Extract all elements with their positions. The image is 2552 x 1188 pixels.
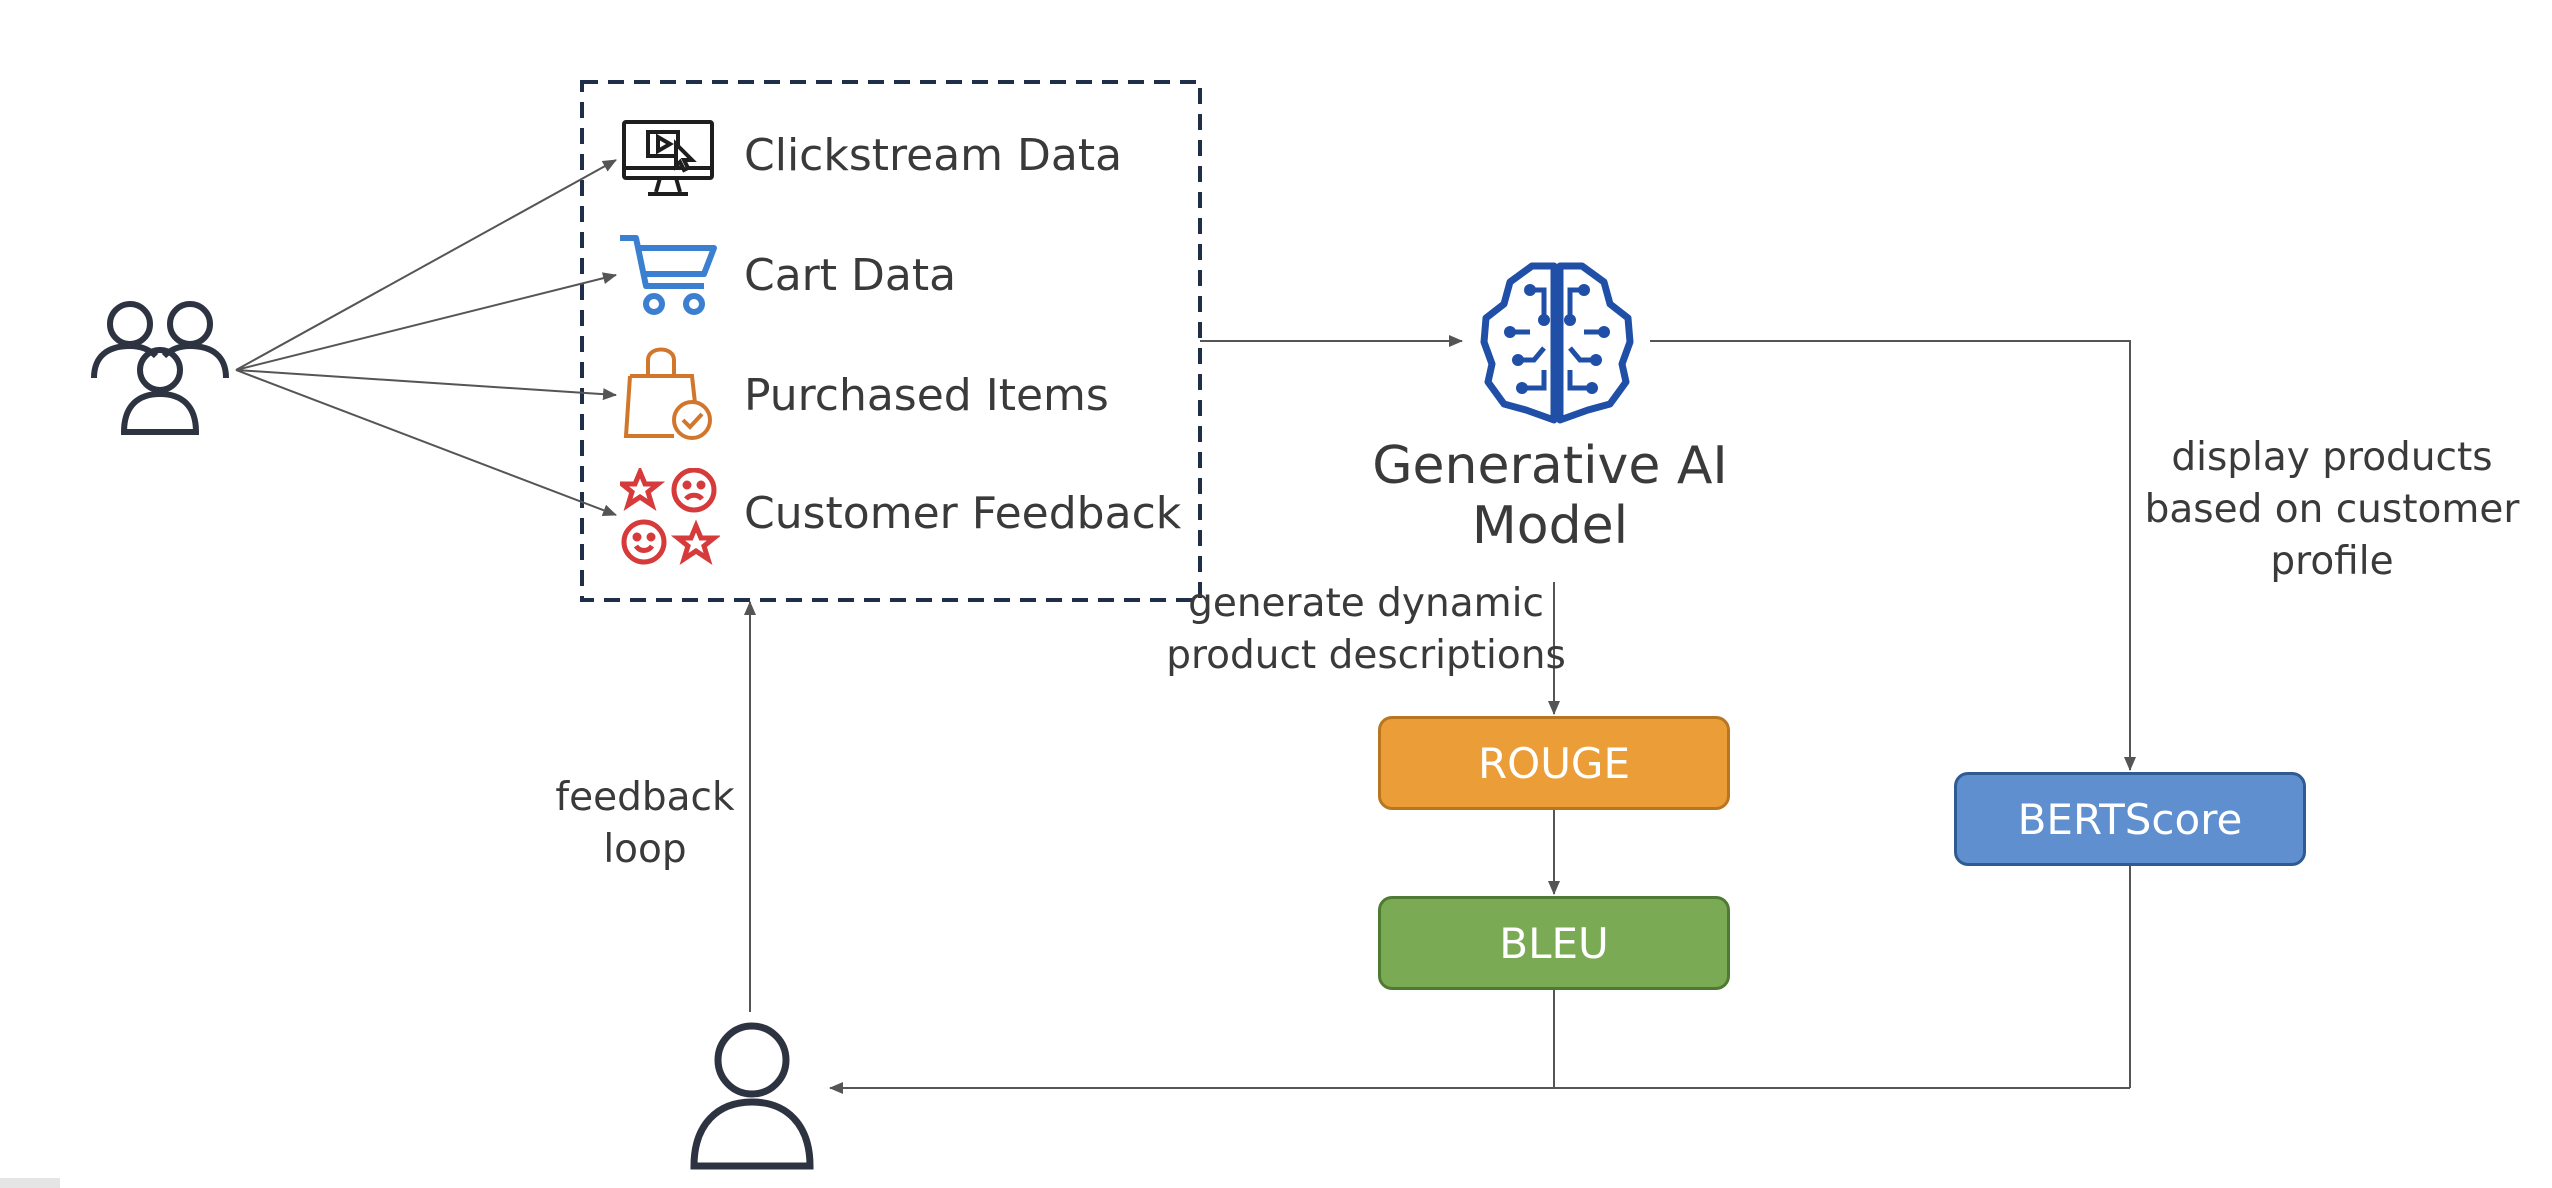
bleu-label: BLEU (1499, 918, 1609, 968)
model-label: Generative AI Model (1330, 436, 1770, 556)
customer-feedback-label: Customer Feedback (744, 488, 1182, 539)
bertscore-label: BERTScore (2017, 794, 2243, 844)
edge-users-cart (235, 272, 617, 371)
model-label-line1: Generative AI (1372, 436, 1728, 496)
rouge-box: ROUGE (1378, 716, 1730, 810)
bottom-strip (0, 1178, 60, 1188)
feedback-line1: feedback (555, 775, 735, 820)
clickstream-data-label: Clickstream Data (744, 130, 1123, 181)
shopping-bag-icon (623, 347, 712, 440)
feedback-icon (620, 468, 720, 565)
cart-data-label: Cart Data (744, 250, 957, 301)
feedback-loop-label: feedback loop (520, 772, 770, 876)
edge-users-feedback (235, 369, 617, 516)
display-line1: display products (2171, 435, 2493, 480)
feedback-line2: loop (603, 827, 687, 872)
shopping-cart-icon (620, 235, 717, 315)
edge-users-clickstream (235, 159, 617, 371)
generate-line1: generate dynamic (1188, 581, 1544, 626)
generate-descriptions-label: generate dynamic product descriptions (1166, 578, 1566, 682)
generate-line2: product descriptions (1166, 633, 1566, 678)
purchased-items-label: Purchased Items (744, 370, 1109, 421)
display-line2: based on customer (2144, 487, 2520, 532)
data-sources-box (580, 80, 1202, 602)
users-group-icon (91, 301, 229, 435)
monitor-icon (622, 120, 714, 196)
display-line3: profile (2270, 539, 2394, 584)
bleu-box: BLEU (1378, 896, 1730, 990)
edge-users-purchased (235, 369, 617, 401)
brain-icon (1480, 262, 1634, 424)
display-products-label: display products based on customer profi… (2132, 432, 2532, 588)
bertscore-box: BERTScore (1954, 772, 2306, 866)
user-icon (690, 1022, 814, 1170)
rouge-label: ROUGE (1477, 738, 1631, 788)
edge-model-bertscore (1650, 340, 2136, 771)
model-label-line2: Model (1471, 496, 1629, 556)
